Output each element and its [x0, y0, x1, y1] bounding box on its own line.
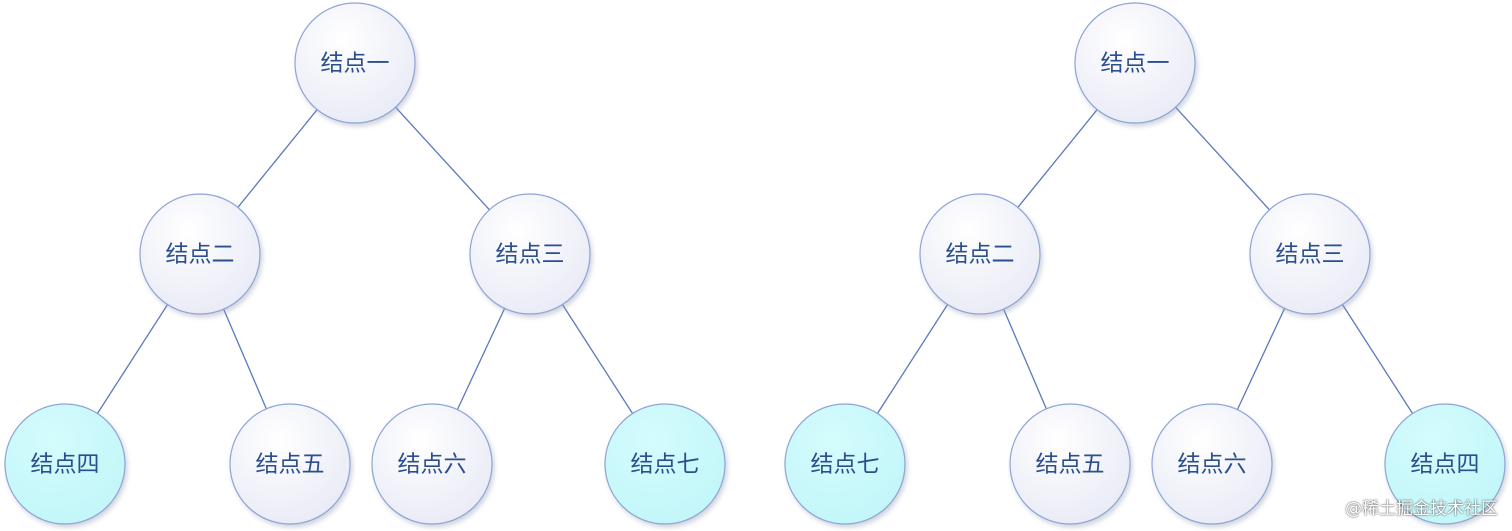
tree1-node-n7: 结点七 — [604, 403, 726, 525]
node-circle — [784, 403, 906, 525]
node-label: 结点二 — [166, 242, 235, 268]
node-circle — [371, 403, 493, 525]
tree2-node-m6: 结点六 — [1151, 403, 1273, 525]
tree2-edge-m1-m2 — [1017, 109, 1098, 208]
node-label: 结点四 — [1411, 452, 1480, 478]
node-label: 结点六 — [398, 452, 467, 478]
tree2-node-m3: 结点三 — [1249, 193, 1371, 315]
node-circle — [919, 193, 1041, 315]
node-circle — [1074, 2, 1196, 124]
node-label: 结点四 — [31, 452, 100, 478]
tree2-node-m2: 结点二 — [919, 193, 1041, 315]
node-circle — [1249, 193, 1371, 315]
tree2-node-m7: 结点四 — [1384, 403, 1506, 525]
node-label: 结点一 — [1101, 51, 1170, 77]
tree1-node-n1: 结点一 — [294, 2, 416, 124]
node-circle — [604, 403, 726, 525]
node-label: 结点七 — [811, 452, 880, 478]
tree1-node-n5: 结点五 — [229, 403, 351, 525]
tree2-edge-m2-m5 — [1003, 308, 1047, 410]
node-label: 结点七 — [631, 452, 700, 478]
tree1-node-n2: 结点二 — [139, 193, 261, 315]
tree1-edge-n2-n5 — [223, 308, 267, 410]
node-label: 结点三 — [1276, 242, 1345, 268]
tree1-node-n6: 结点六 — [371, 403, 493, 525]
watermark: @稀土掘金技术社区 — [1345, 499, 1498, 519]
node-circle — [4, 403, 126, 525]
tree2-edge-m3-m7 — [1341, 304, 1414, 414]
tree1-edge-n1-n2 — [237, 109, 318, 208]
node-circle — [1009, 403, 1131, 525]
node-label: 结点五 — [256, 452, 325, 478]
node-circle — [1384, 403, 1506, 525]
node-label: 结点三 — [496, 242, 565, 268]
node-label: 结点六 — [1178, 452, 1247, 478]
node-label: 结点二 — [946, 242, 1015, 268]
tree2-edge-m1-m3 — [1175, 106, 1270, 211]
edges-layer — [96, 106, 1414, 414]
node-label: 结点五 — [1036, 452, 1105, 478]
node-circle — [294, 2, 416, 124]
node-circle — [229, 403, 351, 525]
tree2-node-m5: 结点五 — [1009, 403, 1131, 525]
node-circle — [139, 193, 261, 315]
tree2-edge-m3-m6 — [1236, 308, 1286, 410]
tree1-node-n3: 结点三 — [469, 193, 591, 315]
node-circle — [469, 193, 591, 315]
tree1-edge-n3-n6 — [456, 308, 506, 410]
tree1-edge-n1-n3 — [395, 106, 490, 211]
tree1-edge-n3-n7 — [561, 304, 634, 414]
node-label: 结点一 — [321, 51, 390, 77]
tree1-node-n4: 结点四 — [4, 403, 126, 525]
tree2-edge-m2-m4 — [876, 304, 949, 414]
tree1-edge-n2-n4 — [96, 304, 169, 414]
tree2-node-m4: 结点七 — [784, 403, 906, 525]
node-circle — [1151, 403, 1273, 525]
tree2-node-m1: 结点一 — [1074, 2, 1196, 124]
